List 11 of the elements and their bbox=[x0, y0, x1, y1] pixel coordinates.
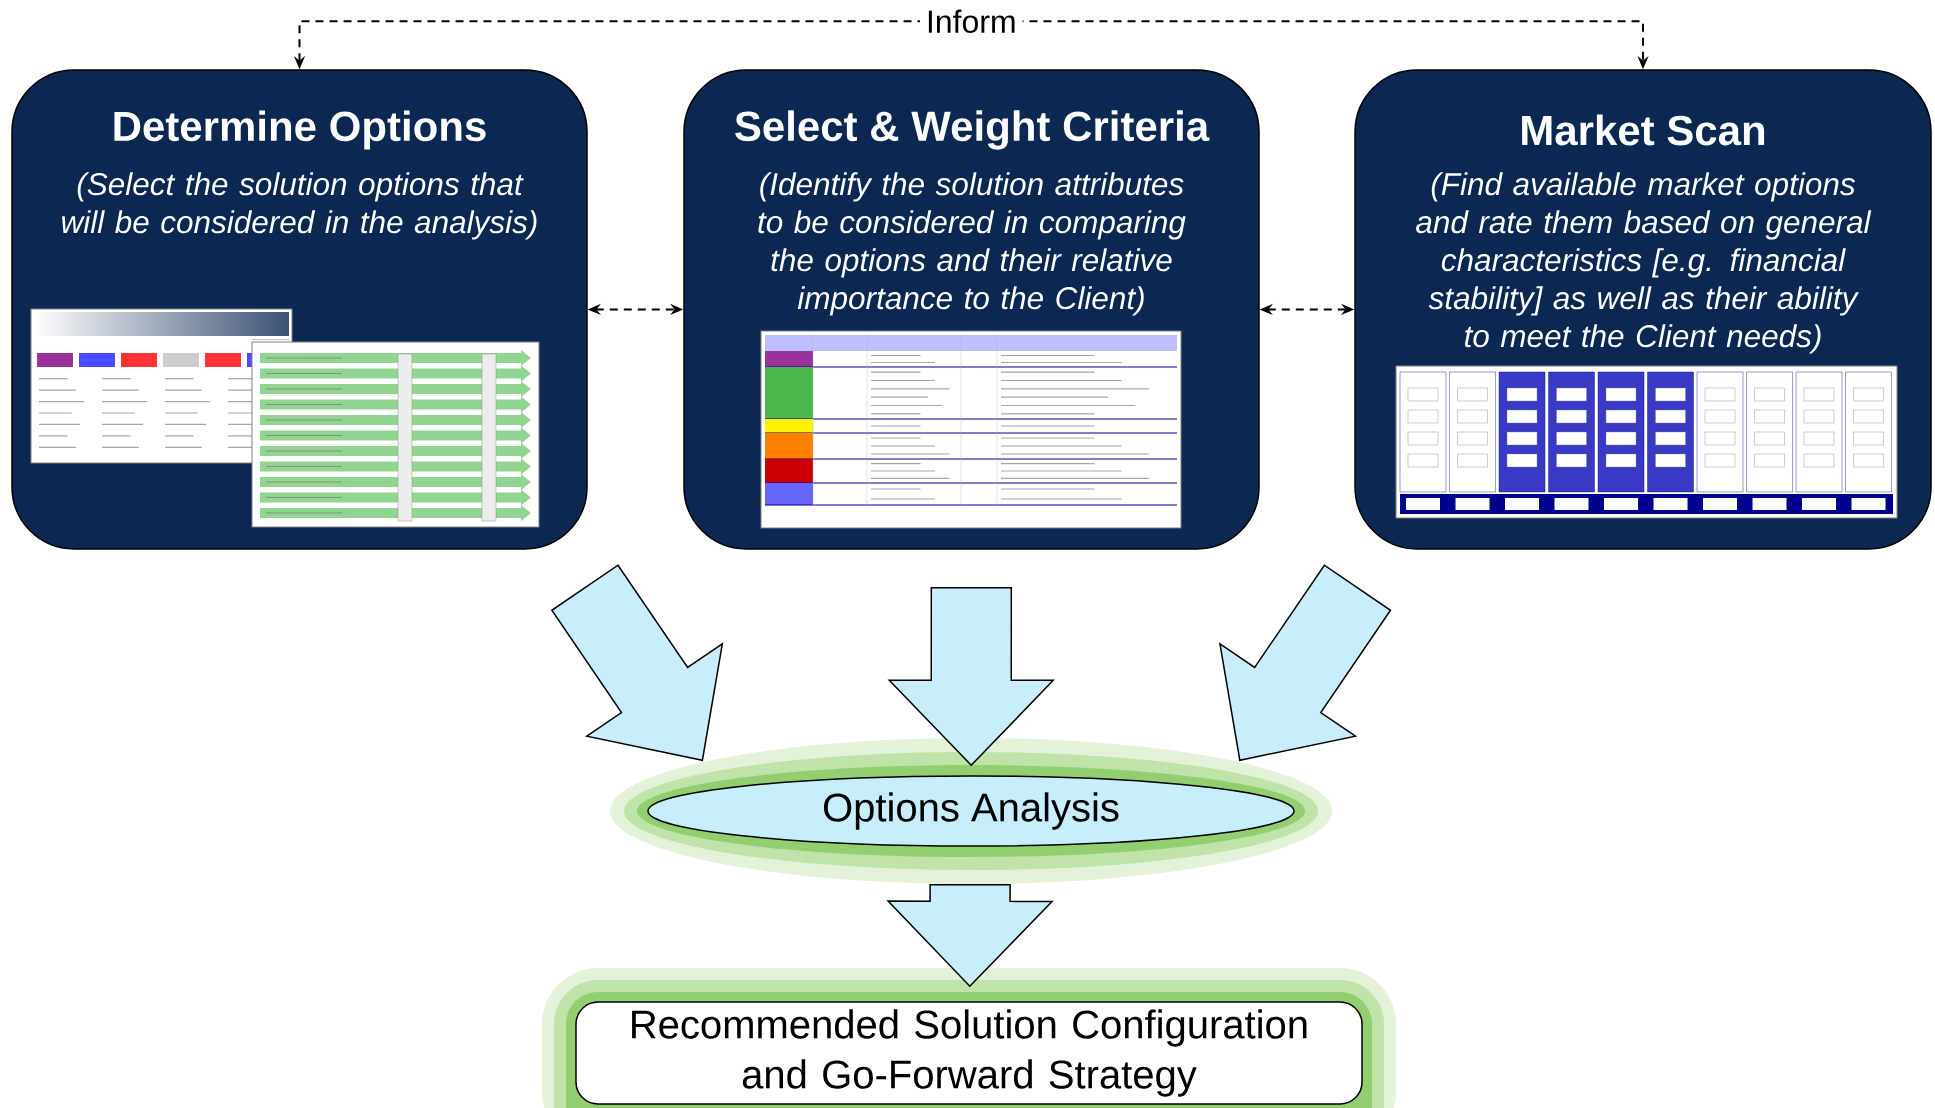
block-arrow bbox=[886, 883, 1054, 988]
edge-label: Inform bbox=[919, 3, 1023, 39]
box-title: Determine Options bbox=[114, 110, 486, 150]
box-description: (Select the solution options that will be considered in the analysis) bbox=[62, 172, 537, 240]
box-description: (Identify the solution attributes to be considered in comparing the options and their relative importance to the Client) bbox=[758, 172, 1186, 316]
box-description: (Find available market options and rate them based on general characteristics [e.g. financial stability] as well as their ability to meet the Client needs) bbox=[1416, 172, 1872, 354]
block-arrow bbox=[887, 586, 1056, 767]
box-title: Select & Weight Criteria bbox=[735, 110, 1210, 150]
block-arrow bbox=[1218, 564, 1392, 762]
result-box: Recommended Solution Configuration and Go-Forward Strategy bbox=[575, 1001, 1363, 1105]
box-title: Market Scan bbox=[1522, 114, 1765, 146]
